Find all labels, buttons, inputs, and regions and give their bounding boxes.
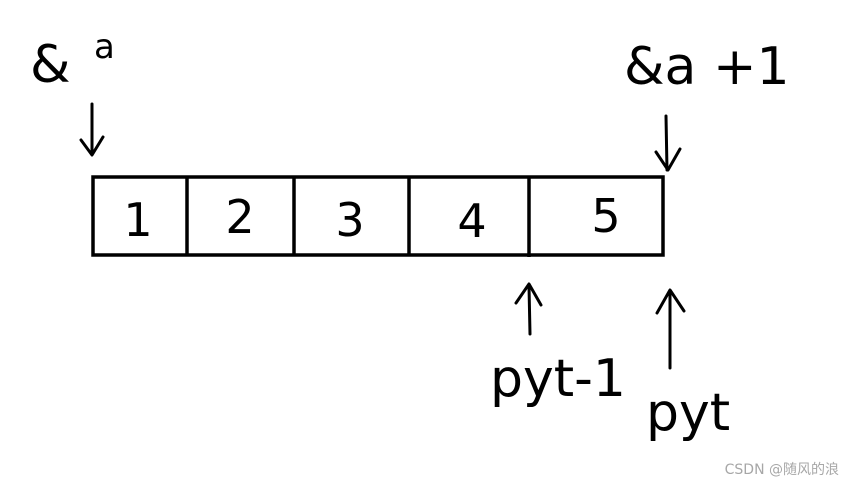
array-outline xyxy=(91,175,665,257)
label-address-a-ampersand: & xyxy=(30,35,71,95)
array-box: 1 2 3 4 5 xyxy=(91,175,665,257)
array-cell-4: 4 xyxy=(457,194,486,248)
array-cell-5: 5 xyxy=(591,189,620,243)
label-pointer-minus-1: pyt-1 xyxy=(490,349,626,409)
label-pointer: pyt xyxy=(646,383,730,443)
arrow-down-to-array-end xyxy=(654,114,682,172)
arrow-up-to-last-element xyxy=(514,282,543,336)
arrow-up-to-array-end xyxy=(655,288,686,370)
label-address-a-superscript: a xyxy=(94,27,115,67)
array-cell-1: 1 xyxy=(123,193,152,247)
label-address-a: & a xyxy=(30,27,115,95)
label-address-a-plus-1: &a +1 xyxy=(624,37,790,97)
arrow-down-to-first-cell xyxy=(79,102,105,157)
watermark: CSDN @随风的浪 xyxy=(724,462,839,478)
array-cell-2: 2 xyxy=(225,190,254,244)
array-cell-3: 3 xyxy=(335,193,364,247)
